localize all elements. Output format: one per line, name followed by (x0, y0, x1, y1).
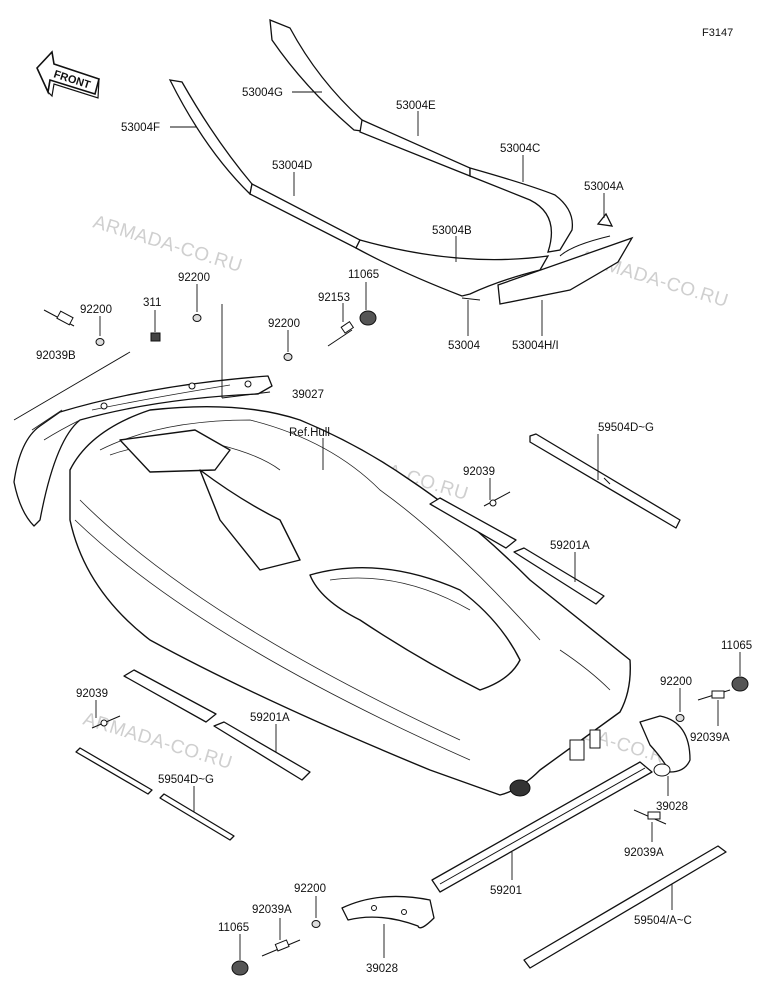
mat-53004 (461, 297, 481, 301)
label-59504AC: 59504/A~C (634, 915, 692, 927)
label-53004D: 53004D (272, 160, 312, 172)
bumper-39027 (13, 375, 273, 527)
label-39028-bottom: 39028 (366, 963, 398, 975)
label-59201A-right: 59201A (550, 540, 590, 552)
label-92039A-bottom: 92039A (252, 904, 292, 916)
label-59201A-left: 59201A (250, 712, 290, 724)
label-92039A-right-2: 92039A (624, 847, 664, 859)
label-59504DG-left: 59504D~G (158, 774, 214, 786)
label-92039B: 92039B (36, 350, 76, 362)
label-92200-b: 92200 (80, 304, 112, 316)
label-11065-right: 11065 (721, 640, 752, 652)
hardware-top (43, 309, 377, 361)
label-59504DG-right: 59504D~G (598, 422, 654, 434)
label-39028-right: 39028 (656, 801, 688, 813)
front-arrow-icon: FRONT (36, 50, 100, 99)
label-53004HI: 53004H/I (512, 340, 559, 352)
label-92200-a: 92200 (178, 272, 210, 284)
label-53004: 53004 (448, 340, 481, 352)
diagram-code: F3147 (702, 27, 733, 39)
label-53004G: 53004G (242, 87, 283, 99)
label-39027: 39027 (292, 389, 324, 401)
mat-53004A (596, 212, 614, 227)
left-lower-parts (75, 669, 435, 976)
deck-mats (168, 18, 634, 305)
label-92039A-right-1: 92039A (690, 732, 730, 744)
right-side-parts (429, 433, 749, 969)
label-92153: 92153 (318, 292, 350, 304)
label-53004A: 53004A (584, 181, 624, 193)
mat-53004E (359, 119, 471, 177)
watermark-1: ARMADA-CO.RU (91, 212, 245, 277)
label-92039-left: 92039 (76, 688, 108, 700)
right-side-leaders (489, 434, 741, 910)
mat-leaders (170, 91, 605, 336)
label-ref-hull: Ref.Hull (289, 427, 330, 439)
hull (69, 405, 631, 797)
label-11065-top: 11065 (348, 269, 379, 281)
mat-53004D (249, 183, 361, 249)
mat-53004G (269, 18, 372, 133)
label-311: 311 (143, 297, 161, 309)
hardware-top-leaders (13, 282, 367, 421)
label-53004B: 53004B (432, 225, 472, 237)
mat-53004HI (497, 236, 634, 305)
label-92200-c: 92200 (268, 318, 300, 330)
mat-53004B (355, 239, 550, 297)
part-labels: 53004G 53004E 53004F 53004D 53004C 53004… (36, 87, 752, 975)
label-92200-bottom: 92200 (294, 883, 326, 895)
label-59201: 59201 (490, 885, 522, 897)
label-92039-right: 92039 (463, 466, 495, 478)
label-53004F: 53004F (121, 122, 160, 134)
label-92200-right: 92200 (660, 676, 692, 688)
mat-53004C (469, 167, 574, 253)
label-53004C: 53004C (500, 143, 540, 155)
label-11065-bottom: 11065 (218, 922, 249, 934)
label-53004E: 53004E (396, 100, 436, 112)
mat-53004F (168, 79, 253, 196)
left-lower-leaders (95, 700, 385, 960)
